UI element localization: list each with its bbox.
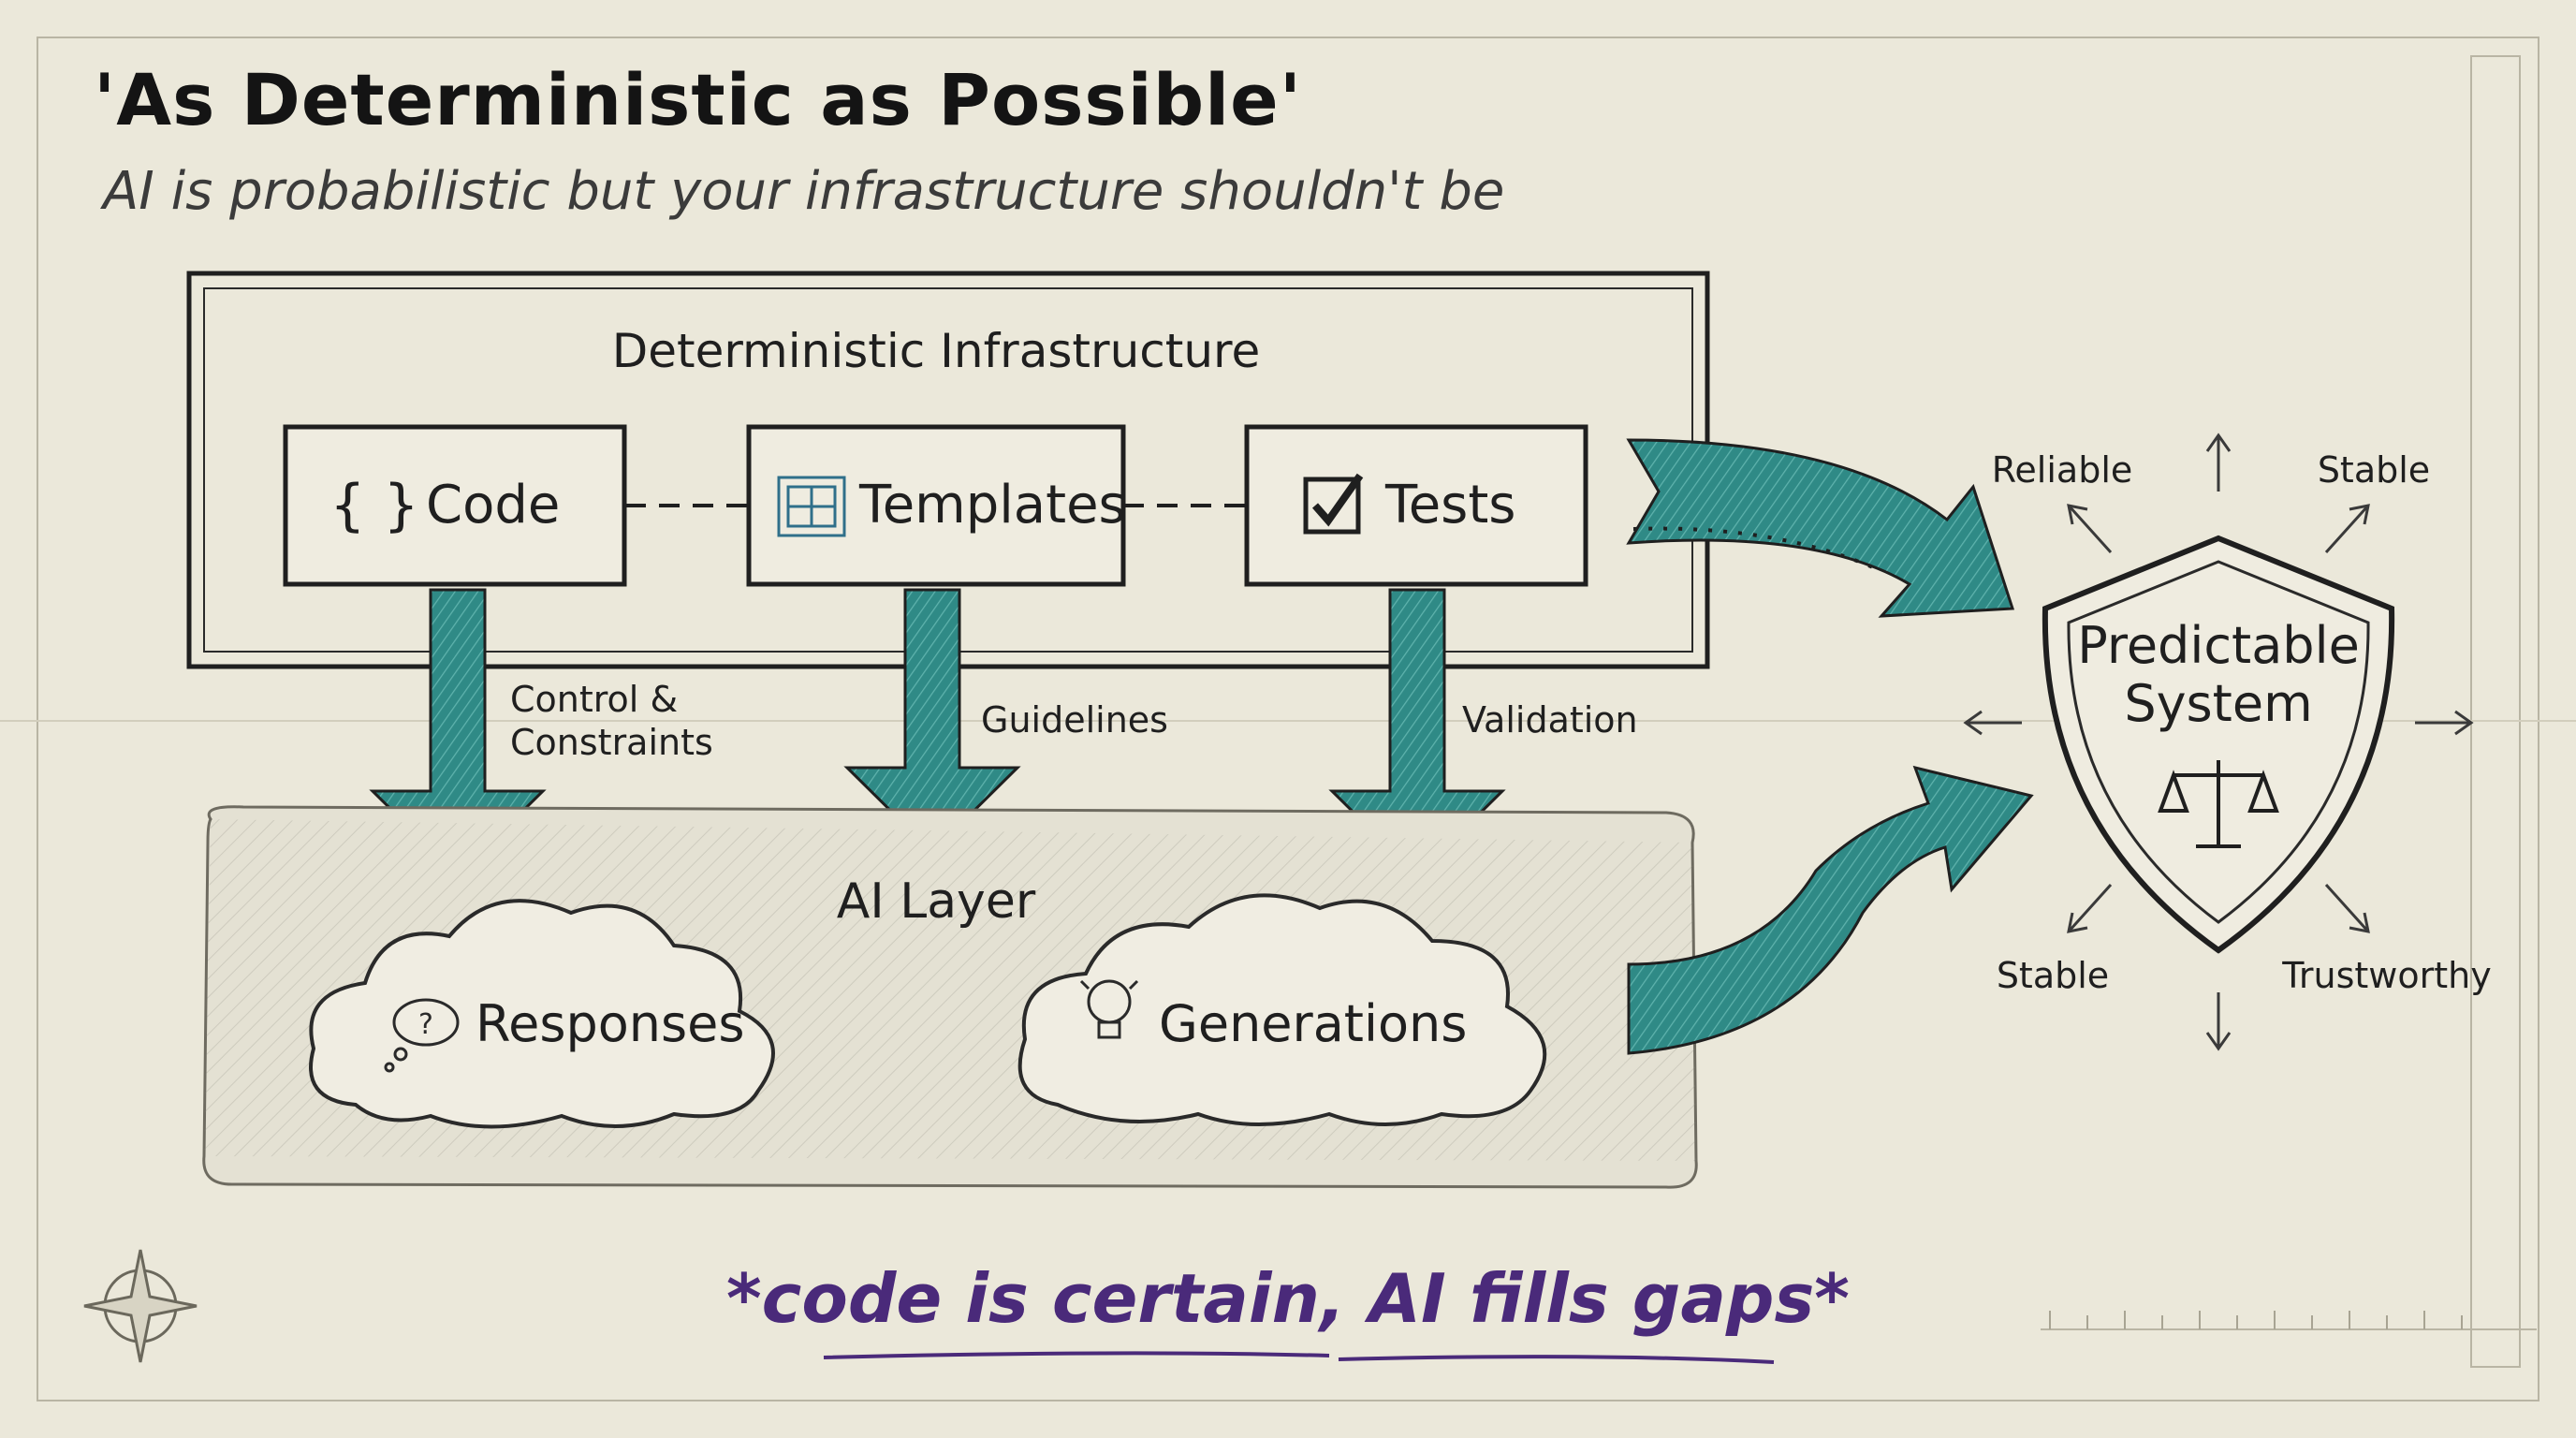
generations-label: Generations bbox=[1159, 994, 1467, 1053]
quality-stable-bottom: Stable bbox=[1997, 955, 2109, 996]
flow-label-validation: Validation bbox=[1462, 699, 1638, 741]
svg-text:?: ? bbox=[418, 1008, 433, 1041]
quality-reliable: Reliable bbox=[1992, 449, 2133, 491]
responses-cloud bbox=[309, 899, 775, 1129]
flow-label-control: Control & bbox=[510, 679, 678, 720]
quality-stable-top: Stable bbox=[2318, 449, 2430, 491]
predictable-system-label-line2: System bbox=[2124, 674, 2312, 733]
templates-label: Templates bbox=[858, 475, 1126, 536]
tests-box bbox=[1244, 424, 1588, 587]
quality-trustworthy: Trustworthy bbox=[2281, 955, 2491, 996]
quality-arrows bbox=[1963, 433, 2474, 1051]
tests-label: Tests bbox=[1384, 475, 1515, 536]
code-box bbox=[283, 424, 627, 587]
page-title: 'As Deterministic as Possible' bbox=[94, 58, 1302, 141]
page-subtitle: AI is probabilistic but your infrastruct… bbox=[103, 161, 1505, 222]
infrastructure-label: Deterministic Infrastructure bbox=[612, 324, 1261, 378]
predictable-system-label-line1: Predictable bbox=[2077, 616, 2360, 675]
generations-cloud bbox=[1017, 893, 1547, 1126]
thought-bubble-icon: ? bbox=[384, 998, 460, 1073]
ai-layer-label: AI Layer bbox=[837, 873, 1036, 930]
predictable-system-shield bbox=[2042, 535, 2395, 954]
lightbulb-icon bbox=[1079, 979, 1139, 1039]
infrastructure-to-system-arrow bbox=[1626, 438, 2015, 618]
ruler-ticks bbox=[2049, 1311, 2463, 1329]
scales-icon bbox=[2158, 760, 2279, 848]
responses-label: Responses bbox=[476, 994, 744, 1053]
ai-to-system-arrow bbox=[1627, 765, 2034, 1055]
tagline-underline bbox=[823, 1351, 1775, 1364]
checkbox-icon bbox=[1303, 473, 1364, 535]
blueprint-icon bbox=[777, 476, 846, 537]
code-label: Code bbox=[426, 475, 560, 536]
braces-icon: { } bbox=[329, 473, 418, 538]
flow-label-constraints: Constraints bbox=[510, 722, 713, 763]
flow-label-guidelines: Guidelines bbox=[981, 699, 1168, 741]
compass-rose-icon bbox=[83, 1249, 198, 1363]
